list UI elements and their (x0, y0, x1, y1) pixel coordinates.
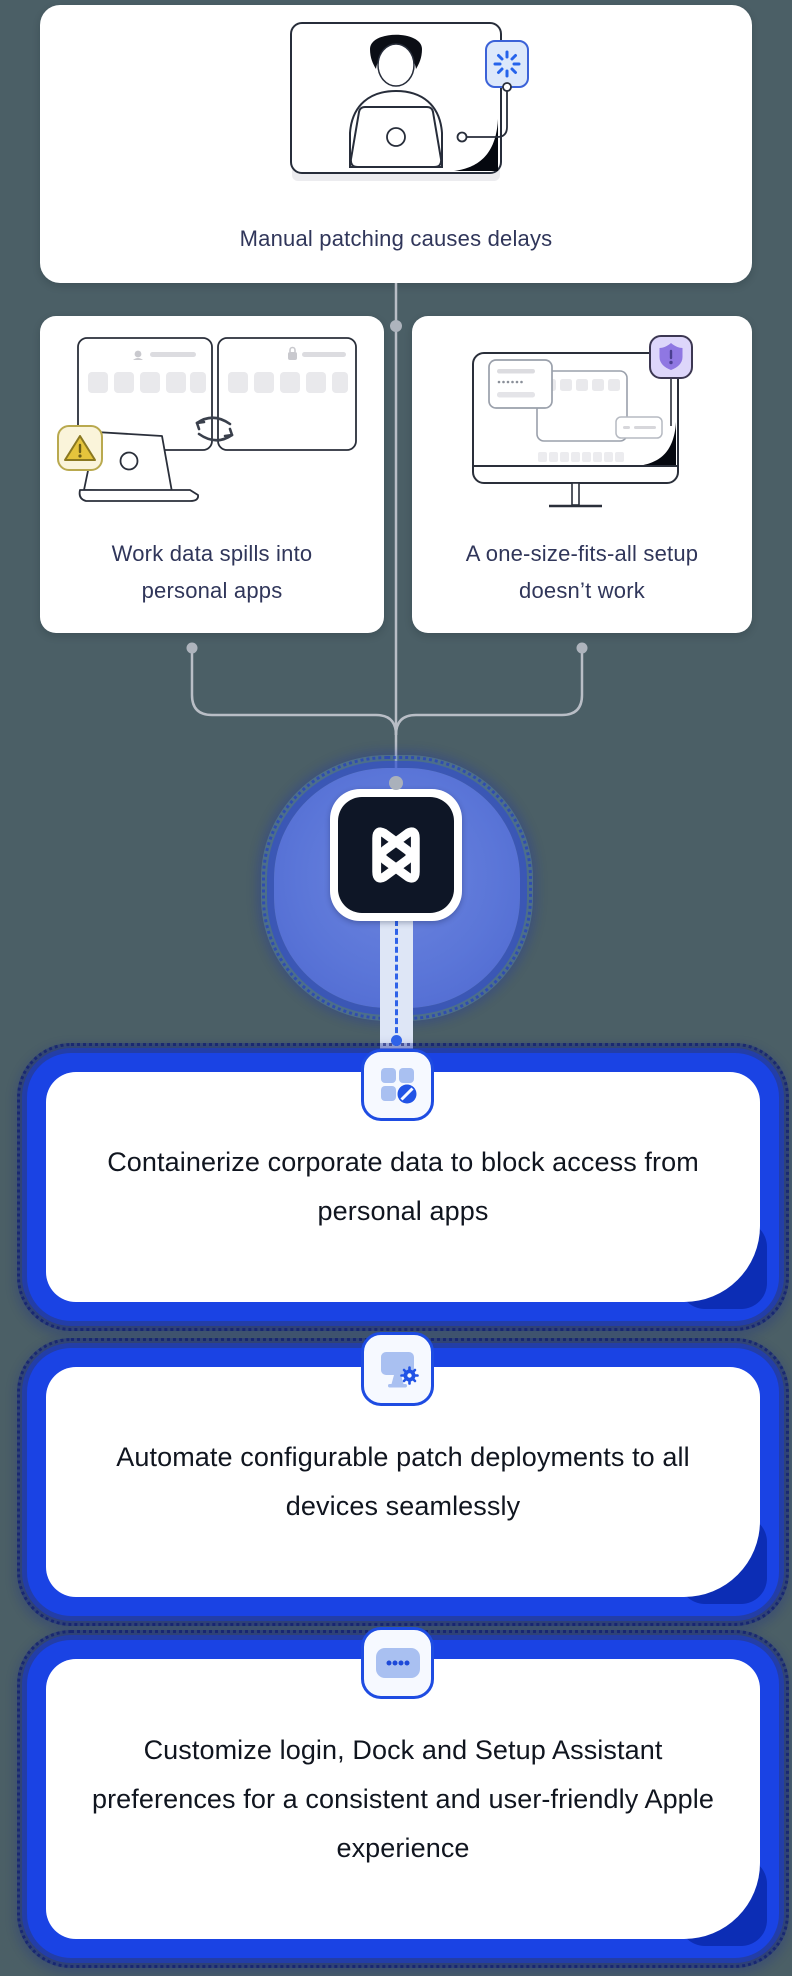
problem-caption: A one-size-fits-all setup doesn’t work (412, 535, 752, 609)
user-icon (133, 350, 143, 360)
caption-line: personal apps (141, 578, 283, 603)
screen-page-curl (454, 119, 498, 171)
app-container-block-badge (361, 1049, 434, 1121)
warning-icon (57, 425, 103, 471)
dashed-line (395, 920, 398, 1042)
laptop-illustration (349, 106, 468, 168)
caption-line: Work data spills into (111, 541, 313, 566)
solution-text: Customize login, Dock and Setup Assistan… (91, 1734, 715, 1863)
logo-dark-square (338, 797, 454, 913)
sync-arrows-icon (195, 416, 234, 442)
monitor-gear-icon (380, 1352, 419, 1388)
caption-text: Manual patching causes delays (239, 226, 553, 251)
left-connector-line (190, 648, 398, 736)
solution-card-body: Customize login, Dock and Setup Assistan… (46, 1659, 760, 1939)
dock-dots-icon (375, 1648, 420, 1678)
hexnode-logo-icon (372, 827, 420, 883)
connector-dot (186, 642, 198, 654)
connector-lines (186, 283, 588, 780)
problem-card-data-spill: Work data spills into personal apps (40, 316, 384, 633)
monitor-gear-badge (361, 1332, 434, 1406)
loading-spinner-icon (485, 40, 529, 92)
monitor-setup-illustration (472, 335, 693, 508)
solution-text: Automate configurable patch deployments … (116, 1442, 690, 1521)
solution-card-customize: Customize login, Dock and Setup Assistan… (17, 1630, 789, 1968)
solution-text: Containerize corporate data to block acc… (107, 1147, 699, 1226)
problem-card-manual-patching: Manual patching causes delays (40, 5, 752, 283)
connector-dot (390, 320, 402, 332)
caption-line: doesn’t work (519, 578, 645, 603)
app-container-block-icon (380, 1068, 416, 1104)
connector-dot (576, 642, 588, 654)
problem-caption: Work data spills into personal apps (40, 535, 384, 609)
gear-icon (399, 1366, 419, 1385)
login-panel (488, 359, 553, 409)
right-connector-line (394, 648, 584, 736)
flow-end-dot (391, 1035, 402, 1046)
shield-alert-icon (649, 335, 693, 379)
dashed-flow-band (380, 916, 413, 1058)
problem-caption: Manual patching causes delays (40, 220, 752, 257)
laptop-illustration (78, 431, 199, 502)
problem-card-one-size-setup: A one-size-fits-all setup doesn’t work (412, 316, 752, 633)
connector-dot (389, 776, 403, 790)
data-spill-illustration (57, 337, 357, 502)
screen-page-curl (638, 422, 676, 466)
caption-line: A one-size-fits-all setup (465, 541, 699, 566)
brand-logo-tile (330, 789, 462, 921)
person-laptop-illustration (290, 22, 529, 181)
lock-icon (288, 346, 297, 360)
dock-dots-badge (361, 1627, 434, 1699)
